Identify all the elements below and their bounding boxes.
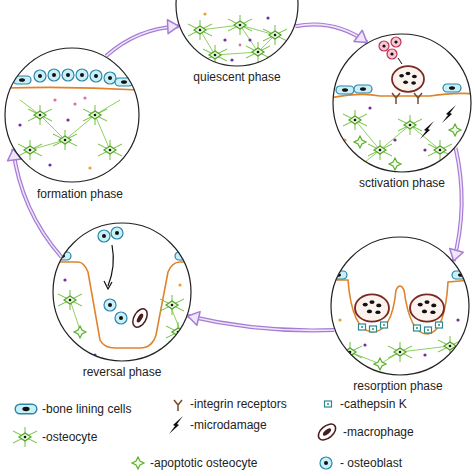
circle-outline <box>52 222 192 362</box>
phase-circle: formation phase <box>4 47 140 183</box>
legend-text: - osteoblast <box>340 456 402 470</box>
phase-label: formation phase <box>37 187 123 201</box>
cycle-arrow <box>295 24 367 42</box>
phase-circle: reversal phase <box>52 222 192 362</box>
cycle-arrow <box>8 149 62 257</box>
phase-circle: sctivation phase <box>332 33 472 173</box>
phase-label: quiescent phase <box>193 70 280 84</box>
legend-symbols <box>13 400 339 469</box>
legend-text: -bone lining cells <box>42 402 131 416</box>
formation-illustration <box>4 69 140 170</box>
quiescent-illustration <box>186 12 287 65</box>
circle-outline <box>330 236 470 376</box>
cycle-arrow <box>106 20 179 56</box>
circle-outline <box>332 33 472 173</box>
cycle-arrow <box>450 148 464 261</box>
legend-text: -microdamage <box>190 418 267 432</box>
resorption-illustration <box>329 271 472 370</box>
phase-circle: resorption phase <box>330 236 470 376</box>
legend-text: -osteocyte <box>42 430 97 444</box>
phase-label: reversal phase <box>83 365 162 379</box>
legend-text: -integrin receptors <box>190 397 287 411</box>
legend-text: -apoptotic osteocyte <box>150 456 257 470</box>
phase-circle: quiescent phase <box>175 0 299 67</box>
legend-text: -cathepsin K <box>340 397 407 411</box>
cycle-arrow <box>188 312 334 331</box>
phase-label: sctivation phase <box>359 176 445 190</box>
phase-label: resorption phase <box>353 379 442 393</box>
legend-text: -macrophage <box>343 425 414 439</box>
circle-outline <box>4 47 140 183</box>
circle-outline <box>175 0 299 67</box>
